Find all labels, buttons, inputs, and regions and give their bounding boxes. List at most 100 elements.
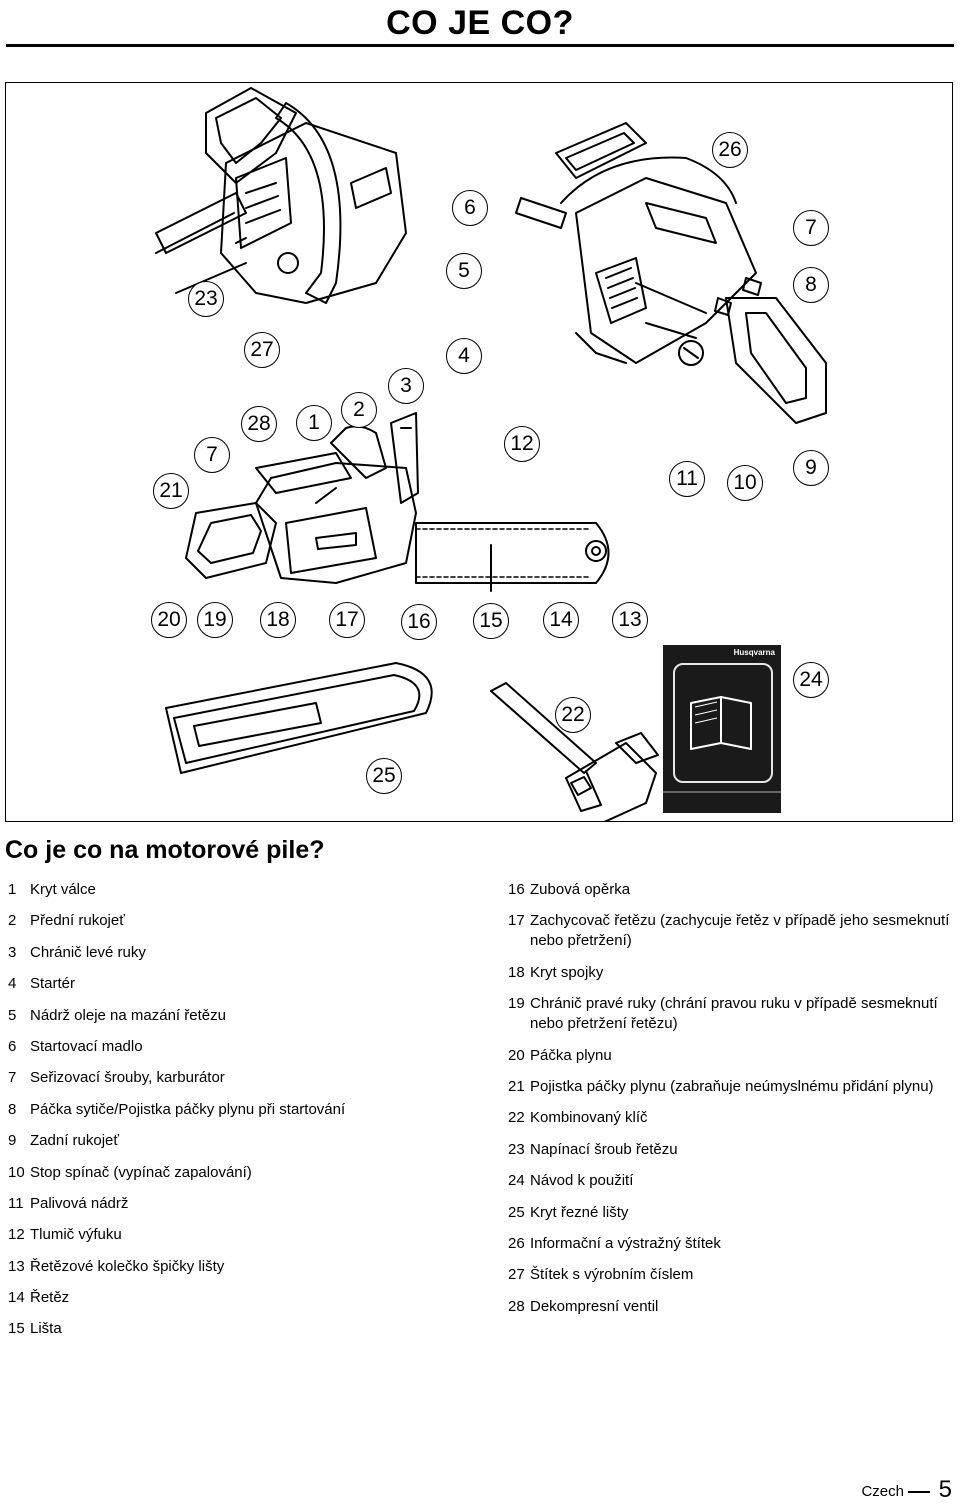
legend-text: Zubová opěrka [530, 881, 631, 898]
legend-number: 27 [508, 1266, 525, 1284]
manual-bottom-band [663, 791, 781, 793]
legend-number: 14 [8, 1289, 25, 1307]
callout-15: 15 [473, 603, 509, 639]
legend-text: Kombinovaný klíč [530, 1109, 648, 1127]
legend-item: 1 Kryt válce [8, 880, 478, 900]
callout-14: 14 [543, 602, 579, 638]
callout-17: 17 [329, 602, 365, 638]
chainsaw-front-view [155, 87, 407, 304]
callout-24: 24 [793, 662, 829, 698]
legend-item: 18 Kryt spojky [508, 963, 953, 983]
legend-number: 23 [508, 1140, 525, 1158]
legend-number: 3 [8, 943, 17, 961]
legend-item: 22 Kombinovaný klíč [508, 1108, 953, 1128]
legend-number: 11 [8, 1194, 24, 1212]
callout-28: 28 [241, 406, 277, 442]
manual-brand-logo: Husqvarna [733, 648, 775, 657]
title-rule [6, 44, 954, 47]
parts-diagram: Husqvarna 26 6 7 5 8 23 27 4 3 2 28 1 12… [5, 82, 953, 822]
legend-text: Kryt řezné lišty [530, 1203, 629, 1221]
callout-20: 20 [151, 602, 187, 638]
callout-21: 21 [153, 473, 189, 509]
callout-8: 8 [793, 267, 829, 303]
footer-language: Czech [861, 1483, 904, 1500]
legend-number: 15 [8, 1320, 25, 1338]
bar-cover-drawing [165, 662, 433, 774]
legend-item: 8 Páčka sytiče/Pojistka páčky plynu při s… [8, 1100, 478, 1120]
legend-text: Kryt spojky [530, 963, 604, 981]
legend-text: Štítek s výrobním číslem [530, 1266, 694, 1284]
callout-6: 6 [452, 190, 488, 226]
legend-number: 8 [8, 1100, 17, 1118]
callout-13: 13 [612, 602, 648, 638]
legend-number: 1 [8, 881, 17, 898]
legend-number: 7 [8, 1069, 17, 1087]
legend-text: Páčka sytiče/Pojistka páčky plynu při st… [30, 1100, 346, 1118]
callout-26: 26 [712, 132, 748, 168]
legend-text: Seřizovací šrouby, karburátor [30, 1069, 225, 1087]
legend-text: Návod k použití [530, 1172, 634, 1190]
legend-text: Startovací madlo [30, 1037, 143, 1055]
legend-number: 19 [508, 995, 525, 1013]
callout-7-top: 7 [793, 210, 829, 246]
callout-22: 22 [555, 697, 591, 733]
legend-item: 16 Zubová opěrka [508, 880, 953, 900]
legend-number: 18 [508, 963, 525, 981]
legend-number: 16 [508, 881, 525, 898]
legend-number: 21 [508, 1077, 525, 1095]
callout-12: 12 [504, 426, 540, 462]
legend-number: 9 [8, 1132, 17, 1150]
callout-11: 11 [669, 461, 705, 497]
section-title: Co je co na motorové pile? [5, 836, 325, 864]
legend-text: Chránič pravé ruky (chrání pravou ruku v… [530, 995, 938, 1033]
callout-10: 10 [727, 465, 763, 501]
chainsaw-with-bar [185, 412, 610, 592]
legend-item: 27 Štítek s výrobním číslem [508, 1265, 953, 1285]
chainsaw-side-view [515, 122, 827, 424]
callout-9: 9 [793, 450, 829, 486]
legend-text: Kryt válce [30, 881, 96, 898]
legend-text: Tlumič výfuku [30, 1226, 122, 1244]
legend-number: 4 [8, 975, 17, 993]
legend-item: 19 Chránič pravé ruky (chrání pravou ruku… [508, 994, 953, 1034]
callout-25: 25 [366, 758, 402, 794]
operator-manual: Husqvarna [663, 645, 781, 813]
legend-number: 6 [8, 1037, 17, 1055]
legend-text: Palivová nádrž [30, 1194, 129, 1212]
book-icon [690, 696, 752, 750]
legend-item: 7 Seřizovací šrouby, karburátor [8, 1068, 478, 1088]
callout-4: 4 [446, 338, 482, 374]
legend-text: Napínací šroub řetězu [530, 1140, 678, 1158]
legend-number: 13 [8, 1257, 25, 1275]
page-number: 5 [938, 1476, 952, 1503]
callout-7-left: 7 [194, 437, 230, 473]
callout-2: 2 [341, 392, 377, 428]
footer-dash [908, 1491, 930, 1493]
callout-16: 16 [401, 604, 437, 640]
legend-item: 6 Startovací madlo [8, 1037, 478, 1057]
legend-number: 17 [508, 912, 525, 930]
legend-number: 22 [508, 1109, 525, 1127]
callout-19: 19 [197, 602, 233, 638]
chainsaw-illustration [155, 87, 827, 821]
callout-27: 27 [244, 332, 280, 368]
legend-text: Přední rukojeť [30, 912, 125, 930]
legend-text: Řetěz [30, 1289, 70, 1307]
